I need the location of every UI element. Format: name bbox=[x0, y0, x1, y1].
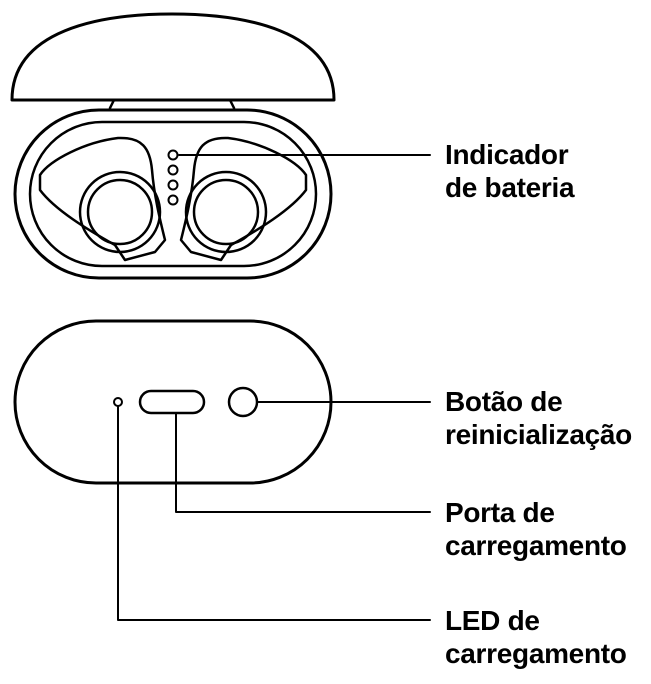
battery-led-3 bbox=[167, 179, 179, 191]
case-hinge bbox=[108, 98, 236, 110]
label-charging-led: LED de carregamento bbox=[445, 604, 627, 670]
battery-indicator-leds bbox=[167, 149, 179, 206]
label-reset-button: Botão de reinicialização bbox=[445, 385, 632, 451]
case-back-view bbox=[13, 319, 431, 621]
case-base-inner bbox=[28, 120, 318, 268]
battery-led-4 bbox=[167, 194, 179, 206]
label-charging-led-line2: carregamento bbox=[445, 638, 627, 669]
left-earbud bbox=[38, 136, 167, 262]
case-base-outer bbox=[13, 108, 333, 280]
right-earbud bbox=[179, 136, 308, 262]
label-battery-indicator-line2: de bateria bbox=[445, 172, 575, 203]
battery-led-1 bbox=[167, 149, 179, 161]
battery-led-2 bbox=[167, 164, 179, 176]
label-battery-indicator-line1: Indicador bbox=[445, 139, 569, 170]
reset-button bbox=[227, 386, 259, 418]
label-charging-led-line1: LED de bbox=[445, 605, 540, 636]
label-charging-port-line2: carregamento bbox=[445, 530, 627, 561]
charging-led-leader bbox=[117, 405, 431, 621]
label-charging-port: Porta de carregamento bbox=[445, 496, 627, 562]
label-reset-button-line1: Botão de bbox=[445, 386, 563, 417]
label-battery-indicator: Indicador de bateria bbox=[445, 138, 575, 204]
charging-port bbox=[138, 389, 206, 415]
charging-port-leader bbox=[175, 412, 431, 513]
label-charging-port-line1: Porta de bbox=[445, 497, 555, 528]
label-reset-button-line2: reinicialização bbox=[445, 419, 632, 450]
case-lid bbox=[10, 12, 336, 102]
charging-led bbox=[113, 397, 123, 407]
case-top-view bbox=[10, 12, 431, 280]
